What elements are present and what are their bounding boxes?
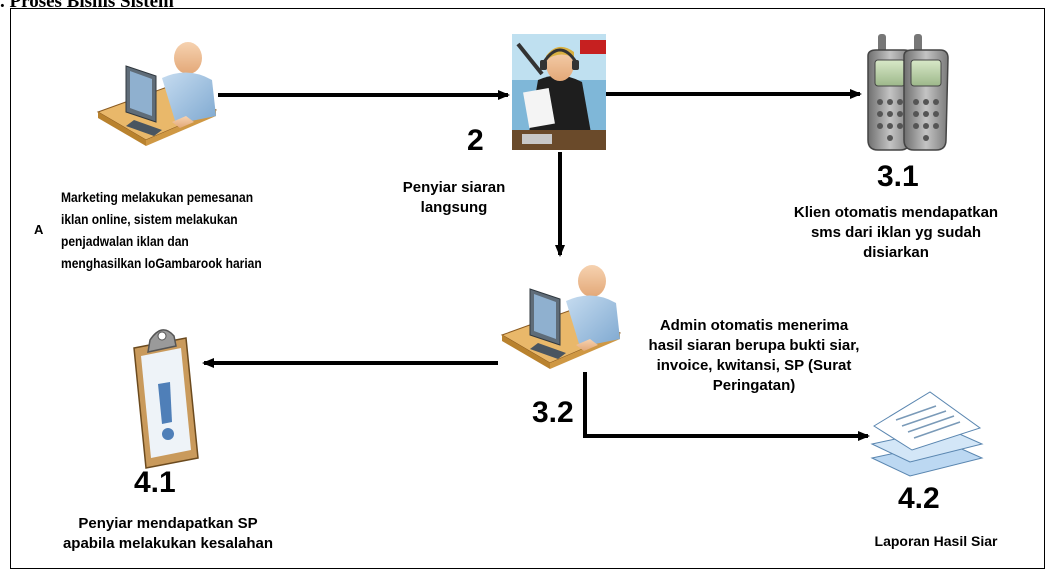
radio-announcer-icon [512,34,606,150]
marketing-line: penjadwalan iklan dan [61,233,189,249]
sp-line: apabila melakukan kesalahan [62,535,274,552]
step-number-2: 2 [467,124,484,157]
step-number-3-2: 3.2 [532,396,574,429]
flow-connectors [202,89,870,441]
step-number-3-1: 3.1 [877,160,919,193]
admin-description: Admin otomatis menerima hasil siaran ber… [622,316,886,396]
marketing-description: Marketing melakukan pemesanan iklan onli… [61,186,262,274]
arrow-admin-to-laporan [583,372,870,441]
step-number-4-2: 4.2 [898,482,940,515]
penyiar-description: Penyiar siaran langsung [374,178,534,218]
mobile-phones-icon [867,34,949,151]
stray-letter: A [34,222,44,237]
clipboard-warning-icon [133,329,199,469]
admin-line: Peringatan) [712,377,796,394]
sp-line: Penyiar mendapatkan SP [78,515,258,532]
sp-description: Penyiar mendapatkan SP apabila melakukan… [40,514,296,554]
admin-line: Admin otomatis menerima [659,317,849,334]
penyiar-line: langsung [420,199,488,216]
admin-line: invoice, kwitansi, SP (Surat [656,357,852,374]
marketing-line: iklan online, sistem melakukan [61,211,238,227]
klien-line: disiarkan [863,244,929,261]
step-number-4-1: 4.1 [134,466,176,499]
admin-line: hasil siaran berupa bukti siar, [648,337,860,354]
computer-user-icon [96,42,218,146]
document-stack-icon [870,391,984,477]
klien-line: Klien otomatis mendapatkan [793,204,999,221]
klien-description: Klien otomatis mendapatkan sms dari ikla… [765,203,1027,263]
laporan-description: Laporan Hasil Siar [846,531,1026,551]
computer-user-icon [500,265,622,369]
marketing-line: menghasilkan loGambarook harian [61,255,262,271]
laporan-line: Laporan Hasil Siar [874,533,998,549]
diagram-frame [10,8,1045,569]
penyiar-line: Penyiar siaran [402,179,506,196]
klien-line: sms dari iklan yg sudah [810,224,982,241]
page-heading: . Proses Bisnis Sistem [0,0,174,12]
marketing-line: Marketing melakukan pemesanan [61,189,254,205]
